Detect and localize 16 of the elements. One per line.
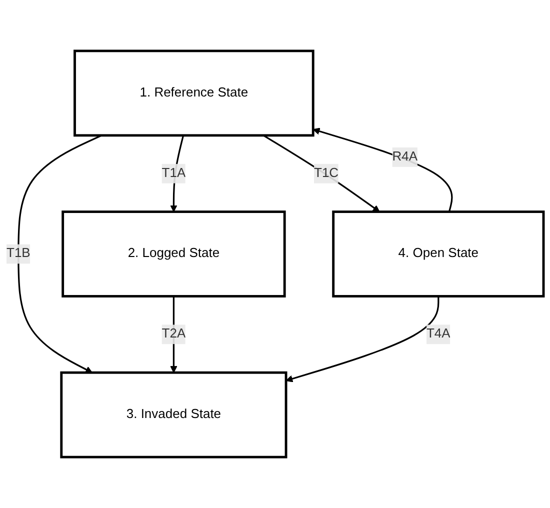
edge-label: T1B [6, 246, 30, 260]
edge-label: T1A [162, 166, 186, 180]
arrow [18, 134, 102, 373]
arrow [263, 134, 380, 212]
edge-label: T4A [426, 327, 450, 341]
edge-label: T2A [162, 327, 186, 341]
node-box: 3. Invaded State [60, 371, 288, 458]
arrow [286, 296, 440, 382]
edge-label: R4A [392, 150, 418, 164]
node-box: 2. Logged State [62, 210, 286, 298]
arrow [312, 128, 453, 212]
arrow [170, 296, 178, 373]
edge-label: T1C [314, 166, 339, 180]
node-box: 4. Open State [332, 210, 545, 298]
node-box: 1. Reference State [74, 50, 314, 137]
arrow [170, 135, 184, 212]
